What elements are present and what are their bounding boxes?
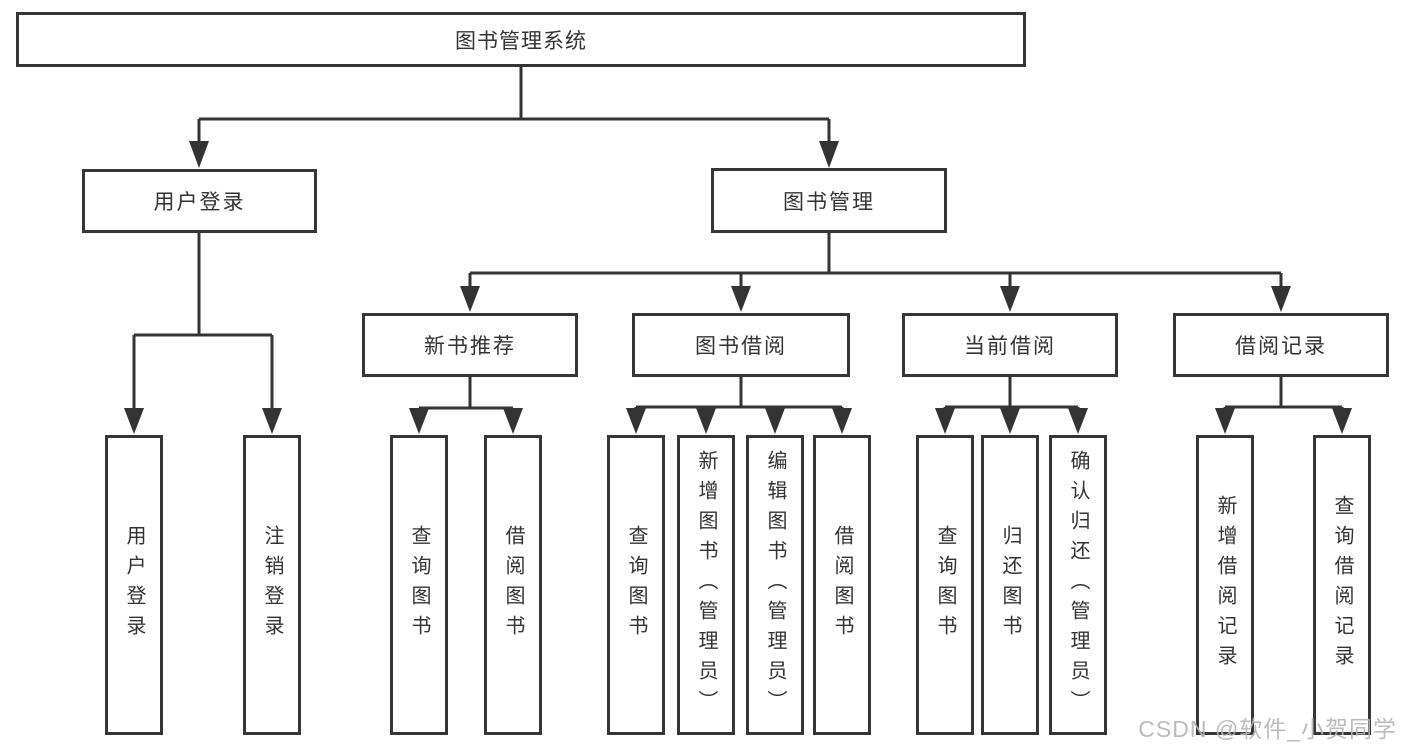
node-book-borrowing: 图书借阅 — [632, 313, 850, 377]
leaf-recommend-query-books: 查询图书 — [390, 435, 448, 735]
node-book-management: 图书管理 — [711, 168, 947, 233]
leaf-recommend-borrow-books: 借阅图书 — [484, 435, 542, 735]
node-library-management-system: 图书管理系统 — [16, 12, 1026, 67]
leaf-user-login: 用户登录 — [105, 435, 163, 735]
node-new-book-recommendation: 新书推荐 — [362, 313, 578, 377]
csdn-watermark: CSDN @软件_小贺同学 — [1138, 716, 1397, 742]
arrow-down-icons — [124, 141, 1352, 434]
node-current-borrowing: 当前借阅 — [902, 313, 1118, 377]
node-user-login: 用户登录 — [82, 169, 317, 233]
leaf-confirm-return-admin: 确认归还（管理员） — [1049, 435, 1107, 735]
leaf-current-query-books: 查询图书 — [916, 435, 974, 735]
leaf-borrow-query-books: 查询图书 — [607, 435, 665, 735]
node-borrowing-records: 借阅记录 — [1173, 313, 1389, 377]
leaf-logout: 注销登录 — [243, 435, 301, 735]
leaf-edit-books-admin: 编辑图书（管理员） — [746, 435, 804, 735]
leaf-add-borrow-record: 新增借阅记录 — [1196, 435, 1254, 735]
leaf-borrow-books: 借阅图书 — [813, 435, 871, 735]
leaf-query-borrow-record: 查询借阅记录 — [1313, 435, 1371, 735]
leaf-return-books: 归还图书 — [981, 435, 1039, 735]
leaf-add-books-admin: 新增图书（管理员） — [677, 435, 735, 735]
